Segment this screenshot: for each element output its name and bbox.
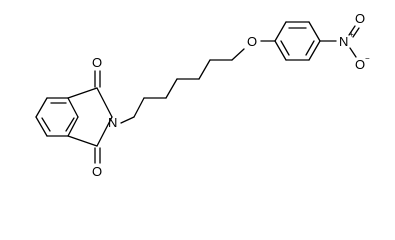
- atom-labels: O O N O N + O O −: [92, 11, 370, 179]
- bond: [35, 97, 48, 118]
- bond: [133, 97, 145, 118]
- bond: [120, 116, 135, 124]
- bond: [308, 21, 321, 42]
- bond: [274, 40, 287, 61]
- bond: [352, 27, 360, 38]
- atom-label-oxygen: O: [355, 11, 365, 26]
- bond: [67, 87, 98, 99]
- atom-label-oxygen: O: [247, 34, 257, 49]
- bond: [35, 116, 48, 137]
- atom-label-oxygen: O: [92, 55, 102, 70]
- atom-label-oxygen: O: [92, 164, 102, 179]
- bond: [41, 117, 51, 132]
- atom-label-nitrogen: N: [339, 34, 348, 49]
- bond: [67, 135, 98, 147]
- bond: [280, 40, 290, 56]
- chemical-structure-diagram: O O N O N + O O −: [35, 11, 370, 179]
- bond: [198, 59, 211, 80]
- bond: [165, 78, 178, 99]
- bond: [67, 116, 79, 137]
- bond: [349, 47, 357, 58]
- bond: [274, 21, 287, 42]
- atom-label-oxygen: O: [355, 57, 365, 72]
- bond: [231, 48, 245, 61]
- bonds: [35, 21, 360, 164]
- bond: [67, 97, 79, 118]
- bond: [65, 117, 75, 132]
- charge-label-plus: +: [349, 30, 354, 39]
- bond: [308, 40, 321, 61]
- bond: [96, 116, 113, 147]
- bond: [305, 40, 315, 56]
- bond: [348, 25, 356, 36]
- atom-label-nitrogen: N: [108, 115, 117, 130]
- bond: [96, 87, 113, 118]
- charge-label-minus: −: [365, 54, 370, 63]
